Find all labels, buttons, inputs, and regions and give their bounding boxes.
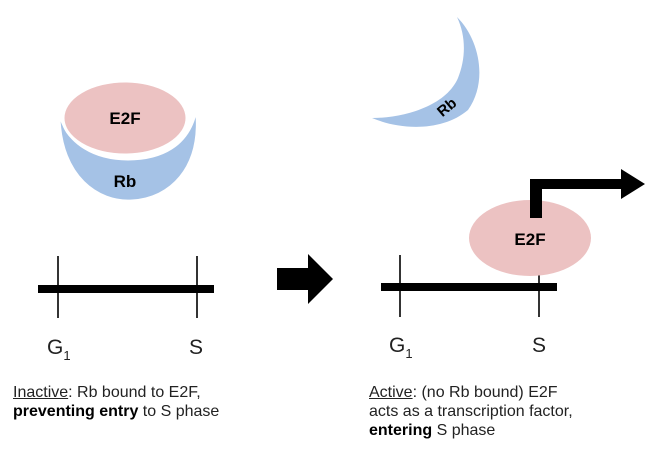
caption-inactive: Inactive: Rb bound to E2F, preventing en… xyxy=(13,383,219,421)
preventing-entry-phrase: preventing entry xyxy=(13,403,139,420)
inactive-line2-rest: to S phase xyxy=(138,403,220,420)
s-label-left: S xyxy=(189,336,203,359)
free-rb: Rb xyxy=(372,17,480,127)
caption-active-line1: Active: (no Rb bound) E2F xyxy=(369,383,573,402)
rb-label-left: Rb xyxy=(114,172,137,191)
g1-label-right: G1 xyxy=(389,334,413,361)
active-line3-rest: S phase xyxy=(432,422,496,439)
e2f-protein-bound xyxy=(61,79,189,157)
e2f-protein-active xyxy=(469,200,591,276)
active-word: Active xyxy=(369,384,413,401)
inactive-word: Inactive xyxy=(13,384,69,401)
caption-inactive-line2: preventing entry to S phase xyxy=(13,402,219,421)
active-e2f: E2F xyxy=(469,200,591,276)
rb-protein-bound xyxy=(59,113,197,201)
right-arrow-icon xyxy=(277,254,333,304)
active-line1-rest: : (no Rb bound) E2F xyxy=(412,384,558,401)
inactive-line1-rest: : Rb bound to E2F, xyxy=(68,384,201,401)
e2f-label-right: E2F xyxy=(514,230,545,249)
e2f-label-left: E2F xyxy=(109,109,140,128)
caption-active-line3: entering S phase xyxy=(369,421,573,440)
entering-word: entering xyxy=(369,422,433,439)
cell-cycle-timeline-left xyxy=(38,256,214,318)
caption-active: Active: (no Rb bound) E2F acts as a tran… xyxy=(369,383,573,440)
bent-arrow-icon xyxy=(530,169,645,218)
rb-protein-free xyxy=(372,17,480,127)
rb-bound-complex: Rb E2F xyxy=(59,79,197,201)
s-label-right: S xyxy=(532,334,546,357)
g1-label-left: G1 xyxy=(47,336,71,363)
caption-inactive-line1: Inactive: Rb bound to E2F, xyxy=(13,383,219,402)
caption-active-line2: acts as a transcription factor, xyxy=(369,403,573,420)
